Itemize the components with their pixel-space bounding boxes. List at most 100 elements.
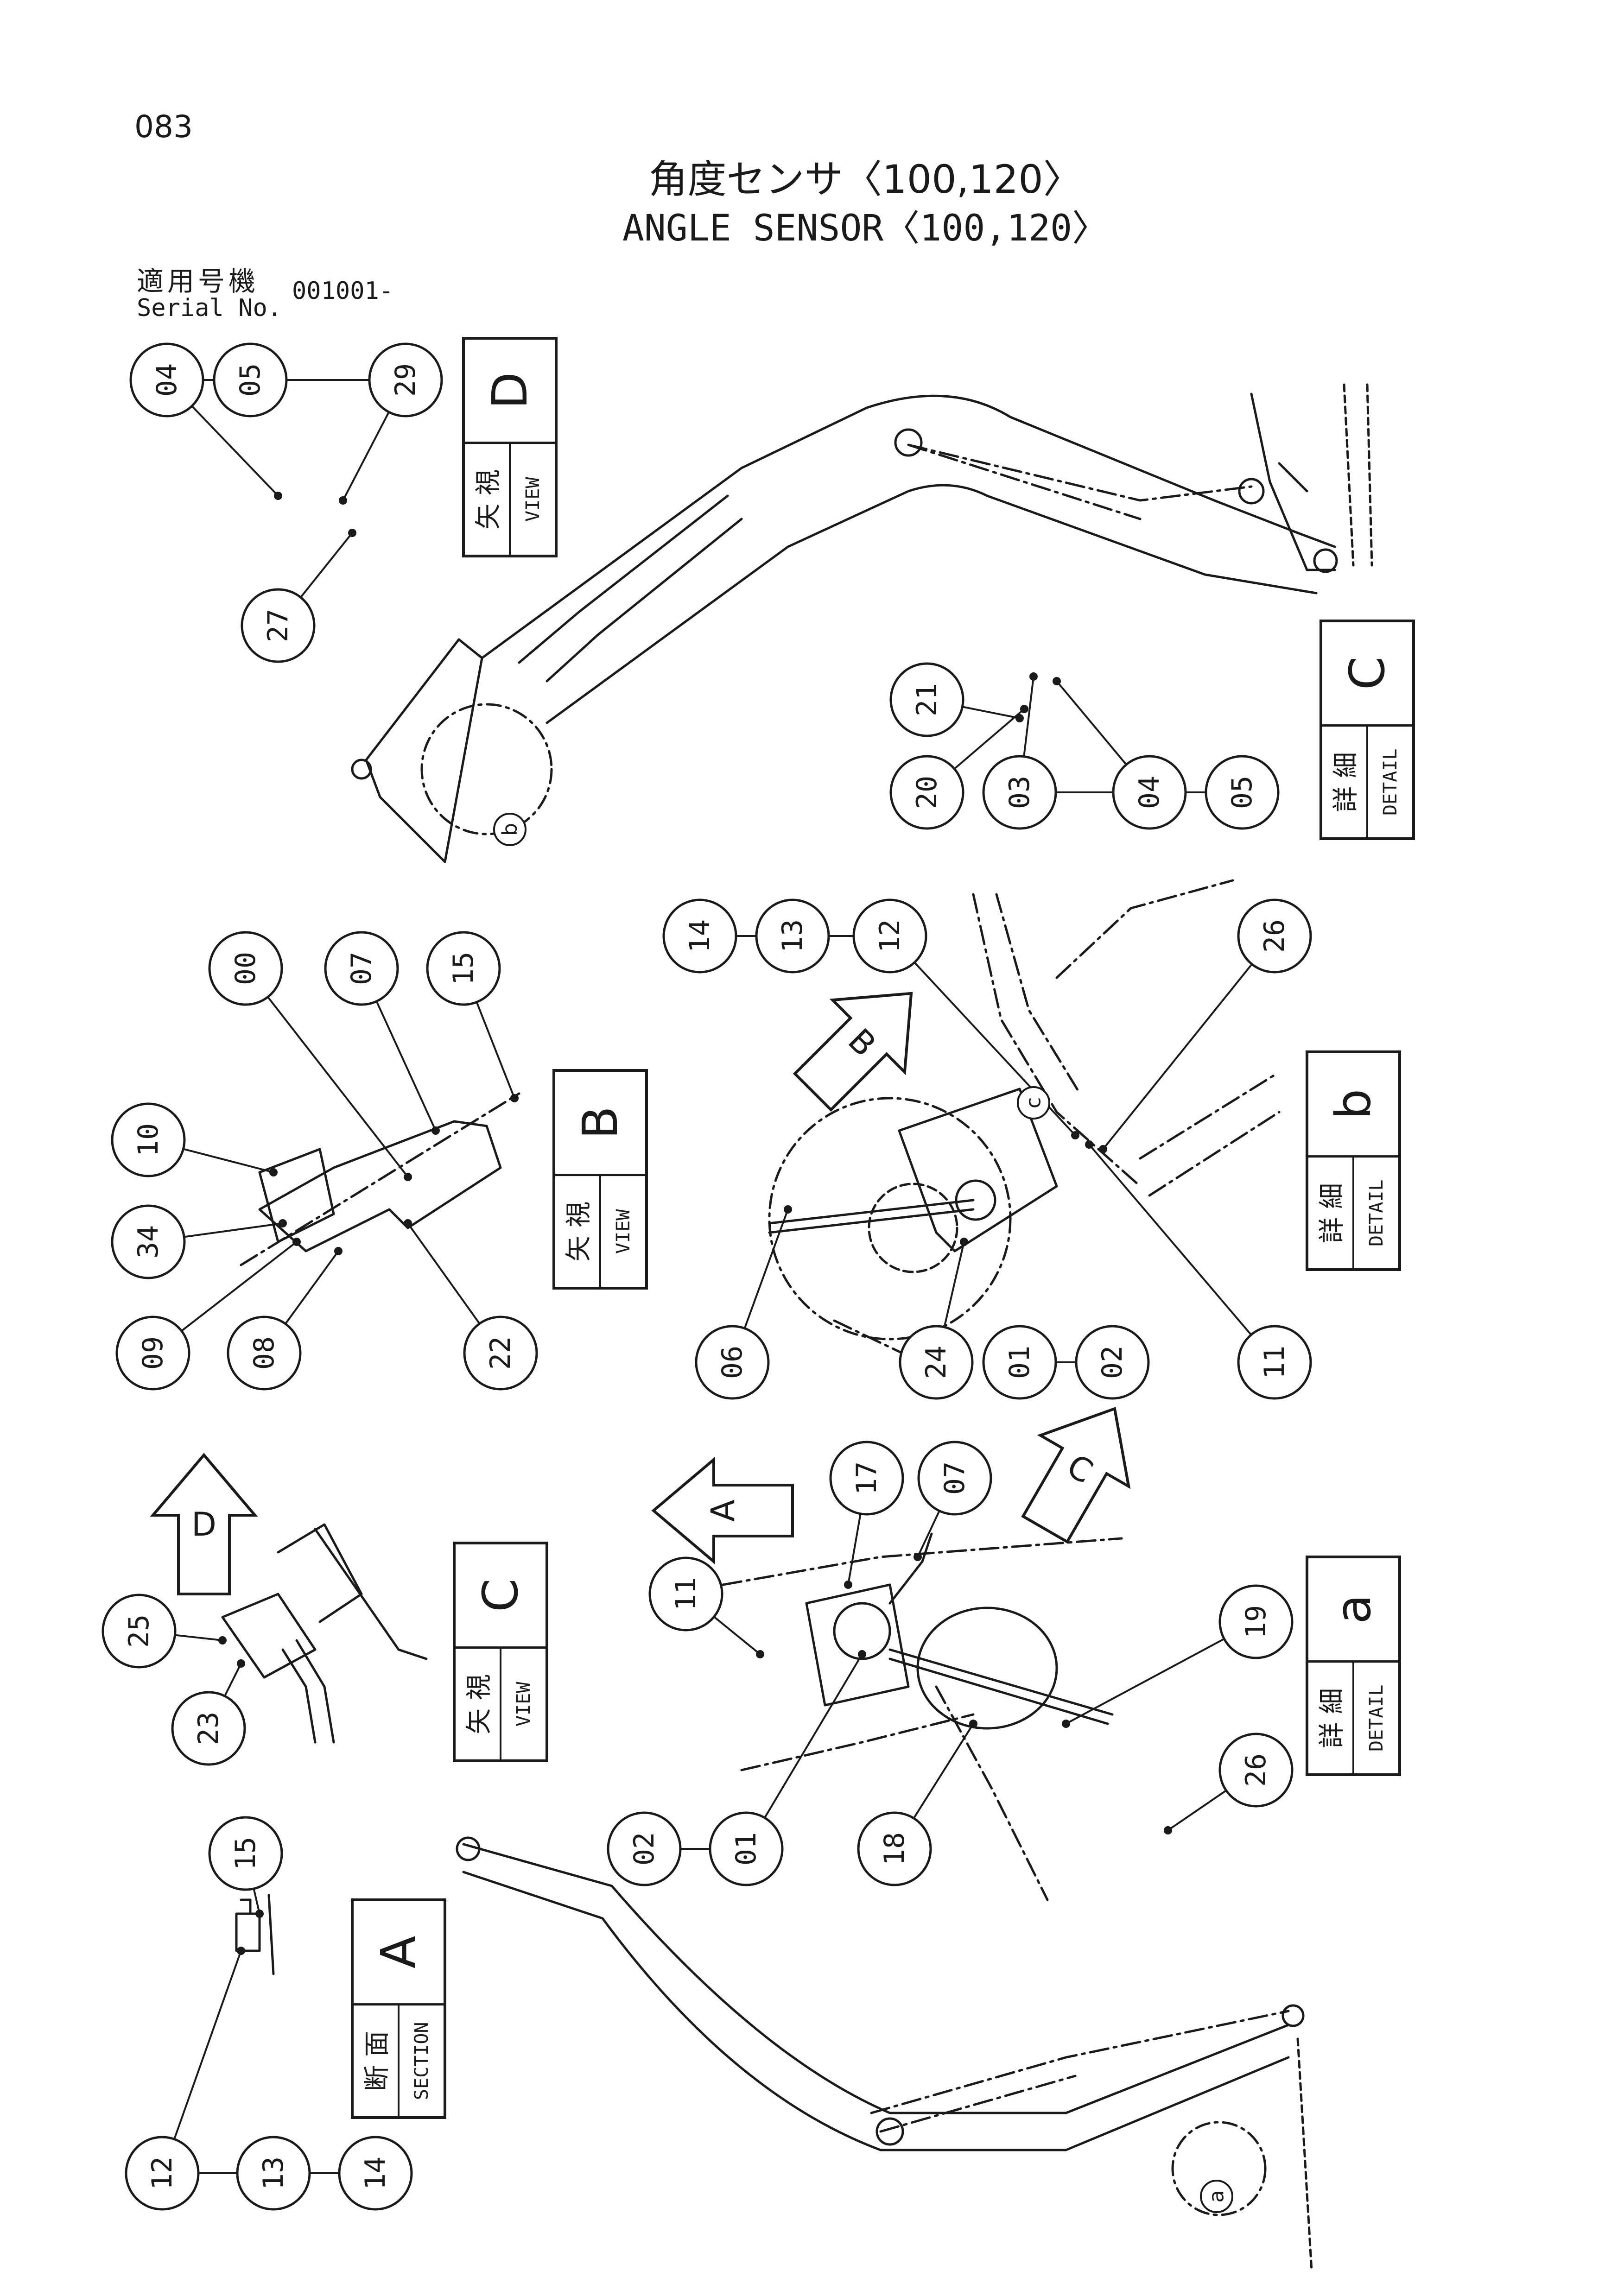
callout-07: 07 — [917, 1441, 992, 1516]
detail-a-cable — [888, 1532, 933, 1605]
title-english: ANGLE SENSOR〈100,120〉 — [622, 208, 1109, 249]
machine-linework — [221, 383, 1373, 2272]
leader-arrowhead — [960, 1238, 968, 1246]
view-box-en: SECTION — [411, 2022, 432, 2100]
detail-a-sensor — [833, 1602, 891, 1660]
callout-04: 04 — [1112, 755, 1187, 830]
callout-circle — [368, 342, 443, 417]
callout-06: 06 — [695, 1325, 770, 1400]
callout-leader — [173, 1950, 242, 2140]
view-box-jp: 矢 視 — [474, 469, 504, 530]
callout-25: 25 — [102, 1594, 177, 1669]
callout-01: 01 — [709, 1811, 784, 1886]
leader-arrowhead — [1099, 1145, 1107, 1153]
callout-number: 13 — [776, 919, 809, 953]
callout-circle — [1075, 1325, 1150, 1400]
leader-arrowhead — [279, 1219, 287, 1227]
callout-leader — [743, 1209, 789, 1329]
view-c-bracket — [221, 1593, 317, 1679]
leader-arrowhead — [844, 1581, 852, 1589]
callout-number: 12 — [146, 2157, 178, 2190]
callout-leader — [407, 1222, 481, 1324]
detail-marker-letter: c — [1022, 1097, 1046, 1108]
callout-number: 24 — [920, 1346, 952, 1379]
callout-circle — [917, 1441, 992, 1516]
callout-leader — [375, 1001, 437, 1131]
detail-a-rod — [888, 1648, 1114, 1725]
callout-leader — [913, 1723, 974, 1819]
view-c-tube — [281, 1639, 335, 1744]
callout-number: 11 — [670, 1577, 702, 1611]
section-a-line — [267, 1894, 275, 1975]
callout-22: 22 — [463, 1316, 538, 1391]
callout-leader — [476, 1001, 515, 1099]
callout-26: 26 — [1218, 1733, 1294, 1808]
view-b-sensor-block — [258, 1148, 335, 1243]
callout-circle — [208, 931, 283, 1006]
callout-number: 34 — [132, 1225, 165, 1259]
callout-leader — [342, 411, 390, 501]
view-box-jp: 矢 視 — [564, 1202, 594, 1262]
view-b-centerline — [240, 1092, 520, 1266]
callout-leader — [184, 1222, 283, 1238]
detail-marker-c: c — [1017, 1086, 1050, 1120]
view-box-jp: 詳 細 — [1331, 752, 1361, 812]
callout-leader — [224, 1663, 242, 1697]
callout-13: 13 — [236, 2136, 311, 2211]
serial-label-english: Serial No. — [137, 294, 282, 322]
title-japanese: 角度センサ〈100,120〉 — [648, 157, 1082, 202]
view-box-en: VIEW — [613, 1209, 634, 1254]
callout-circle — [607, 1811, 682, 1886]
leader-arrowhead — [1062, 1720, 1070, 1728]
lower-boom-cylinder — [870, 2010, 1290, 2133]
view-box-en: VIEW — [522, 477, 544, 522]
view-arrow-letter: A — [704, 1499, 742, 1522]
view-box-en: DETAIL — [1366, 1685, 1387, 1752]
callout-10: 10 — [111, 1102, 186, 1177]
leader-arrowhead — [237, 1947, 245, 1955]
leader-lines — [162, 379, 1253, 2174]
upper-pin-3 — [1313, 548, 1338, 573]
lower-pivot-dashed — [1171, 2121, 1267, 2216]
upper-arm-lower-edge — [546, 484, 1318, 724]
callout-05: 05 — [1205, 755, 1280, 830]
detail-marker-b: b — [493, 813, 527, 846]
callout-number: 11 — [1258, 1346, 1291, 1379]
callout-number: 06 — [716, 1346, 749, 1379]
callout-number: 20 — [911, 776, 943, 809]
upper-arm-link — [907, 443, 1253, 520]
view-box-letter: B — [572, 1106, 628, 1139]
lower-pin-2 — [875, 2117, 904, 2146]
callout-number: 26 — [1240, 1753, 1272, 1787]
upper-arm-outline — [481, 394, 1336, 659]
detail-marker-circle — [1017, 1086, 1050, 1120]
callout-leader — [764, 1653, 863, 1818]
callout-leader — [847, 1513, 862, 1585]
callout-circle — [1112, 755, 1187, 830]
detail-marker-letter: a — [1205, 2190, 1229, 2203]
callout-03: 03 — [982, 755, 1057, 830]
detail-marker-circle — [1200, 2180, 1233, 2213]
callout-05: 05 — [213, 342, 288, 417]
callout-number: 17 — [850, 1461, 883, 1495]
callout-02: 02 — [607, 1811, 682, 1886]
callout-circle — [755, 898, 830, 974]
detail-a-weight — [916, 1607, 1058, 1730]
leader-arrowhead — [1085, 1140, 1093, 1149]
callout-11: 11 — [1237, 1325, 1312, 1400]
callout-number: 04 — [1133, 776, 1166, 809]
detail-a-boom-lines — [722, 1537, 1123, 1901]
upper-boom-cylinder — [518, 494, 743, 683]
callout-number: 05 — [1226, 776, 1258, 809]
callout-number: 13 — [257, 2157, 290, 2190]
leader-arrowhead — [1015, 714, 1024, 722]
callout-01: 01 — [982, 1325, 1057, 1400]
view-box-letter: A — [370, 1935, 427, 1968]
leader-arrowhead — [510, 1094, 519, 1102]
callout-circle — [829, 1441, 904, 1516]
callout-leader — [267, 996, 409, 1178]
